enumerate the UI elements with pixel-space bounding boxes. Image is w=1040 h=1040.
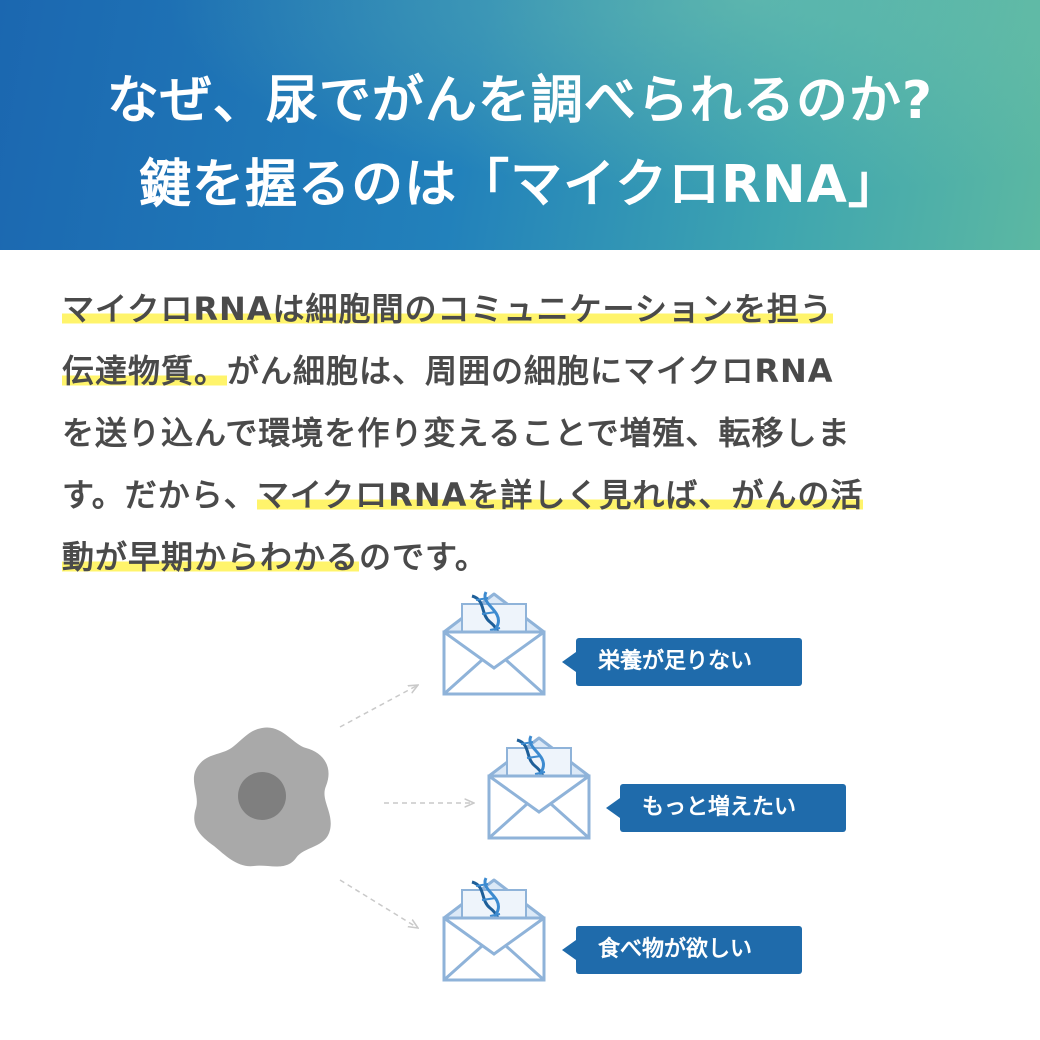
- explanation-text: マイクロRNAは細胞間のコミュニケーションを担う 伝達物質。がん細胞は、周囲の細…: [62, 278, 992, 588]
- text-segment: す。だから、: [62, 476, 257, 514]
- text-segment: マイクロRNAを詳しく見れば、がんの活: [256, 476, 864, 514]
- text-segment: のです。: [359, 538, 488, 576]
- envelope-icon: [442, 591, 546, 696]
- envelope-icon: [487, 735, 591, 840]
- envelope-icon: [442, 877, 546, 982]
- text-segment: を送り込んで環境を作り変えることで増殖、転移しま: [62, 414, 851, 452]
- arrow-lower: [339, 879, 418, 928]
- message-bubble: もっと増えたい: [606, 784, 846, 832]
- text-line: を送り込んで環境を作り変えることで増殖、転移しま: [62, 402, 992, 464]
- title-line-2: 鍵を握るのは「マイクロRNA」: [139, 155, 901, 215]
- text-segment: 伝達物質。: [62, 352, 228, 390]
- arrow-upper: [339, 685, 418, 728]
- header-banner: なぜ、尿でがんを調べられるのか? 鍵を握るのは「マイクロRNA」: [0, 0, 1040, 250]
- message-bubble: 栄養が足りない: [562, 638, 802, 686]
- text-line: マイクロRNAは細胞間のコミュニケーションを担う: [62, 278, 992, 340]
- text-segment: マイクロRNAは細胞間のコミュニケーションを担う: [62, 290, 833, 328]
- text-segment: がん細胞は、周囲の細胞にマイクロRNA: [227, 352, 834, 390]
- text-segment: 動が早期からわかる: [62, 538, 360, 576]
- message-bubble: 食べ物が欲しい: [562, 926, 802, 974]
- text-line: 伝達物質。がん細胞は、周囲の細胞にマイクロRNA: [62, 340, 992, 402]
- title-line-1: なぜ、尿でがんを調べられるのか?: [106, 71, 934, 131]
- text-line: す。だから、マイクロRNAを詳しく見れば、がんの活: [62, 464, 992, 526]
- cancer-cell-icon: [193, 727, 331, 867]
- text-line: 動が早期からわかるのです。: [62, 526, 992, 588]
